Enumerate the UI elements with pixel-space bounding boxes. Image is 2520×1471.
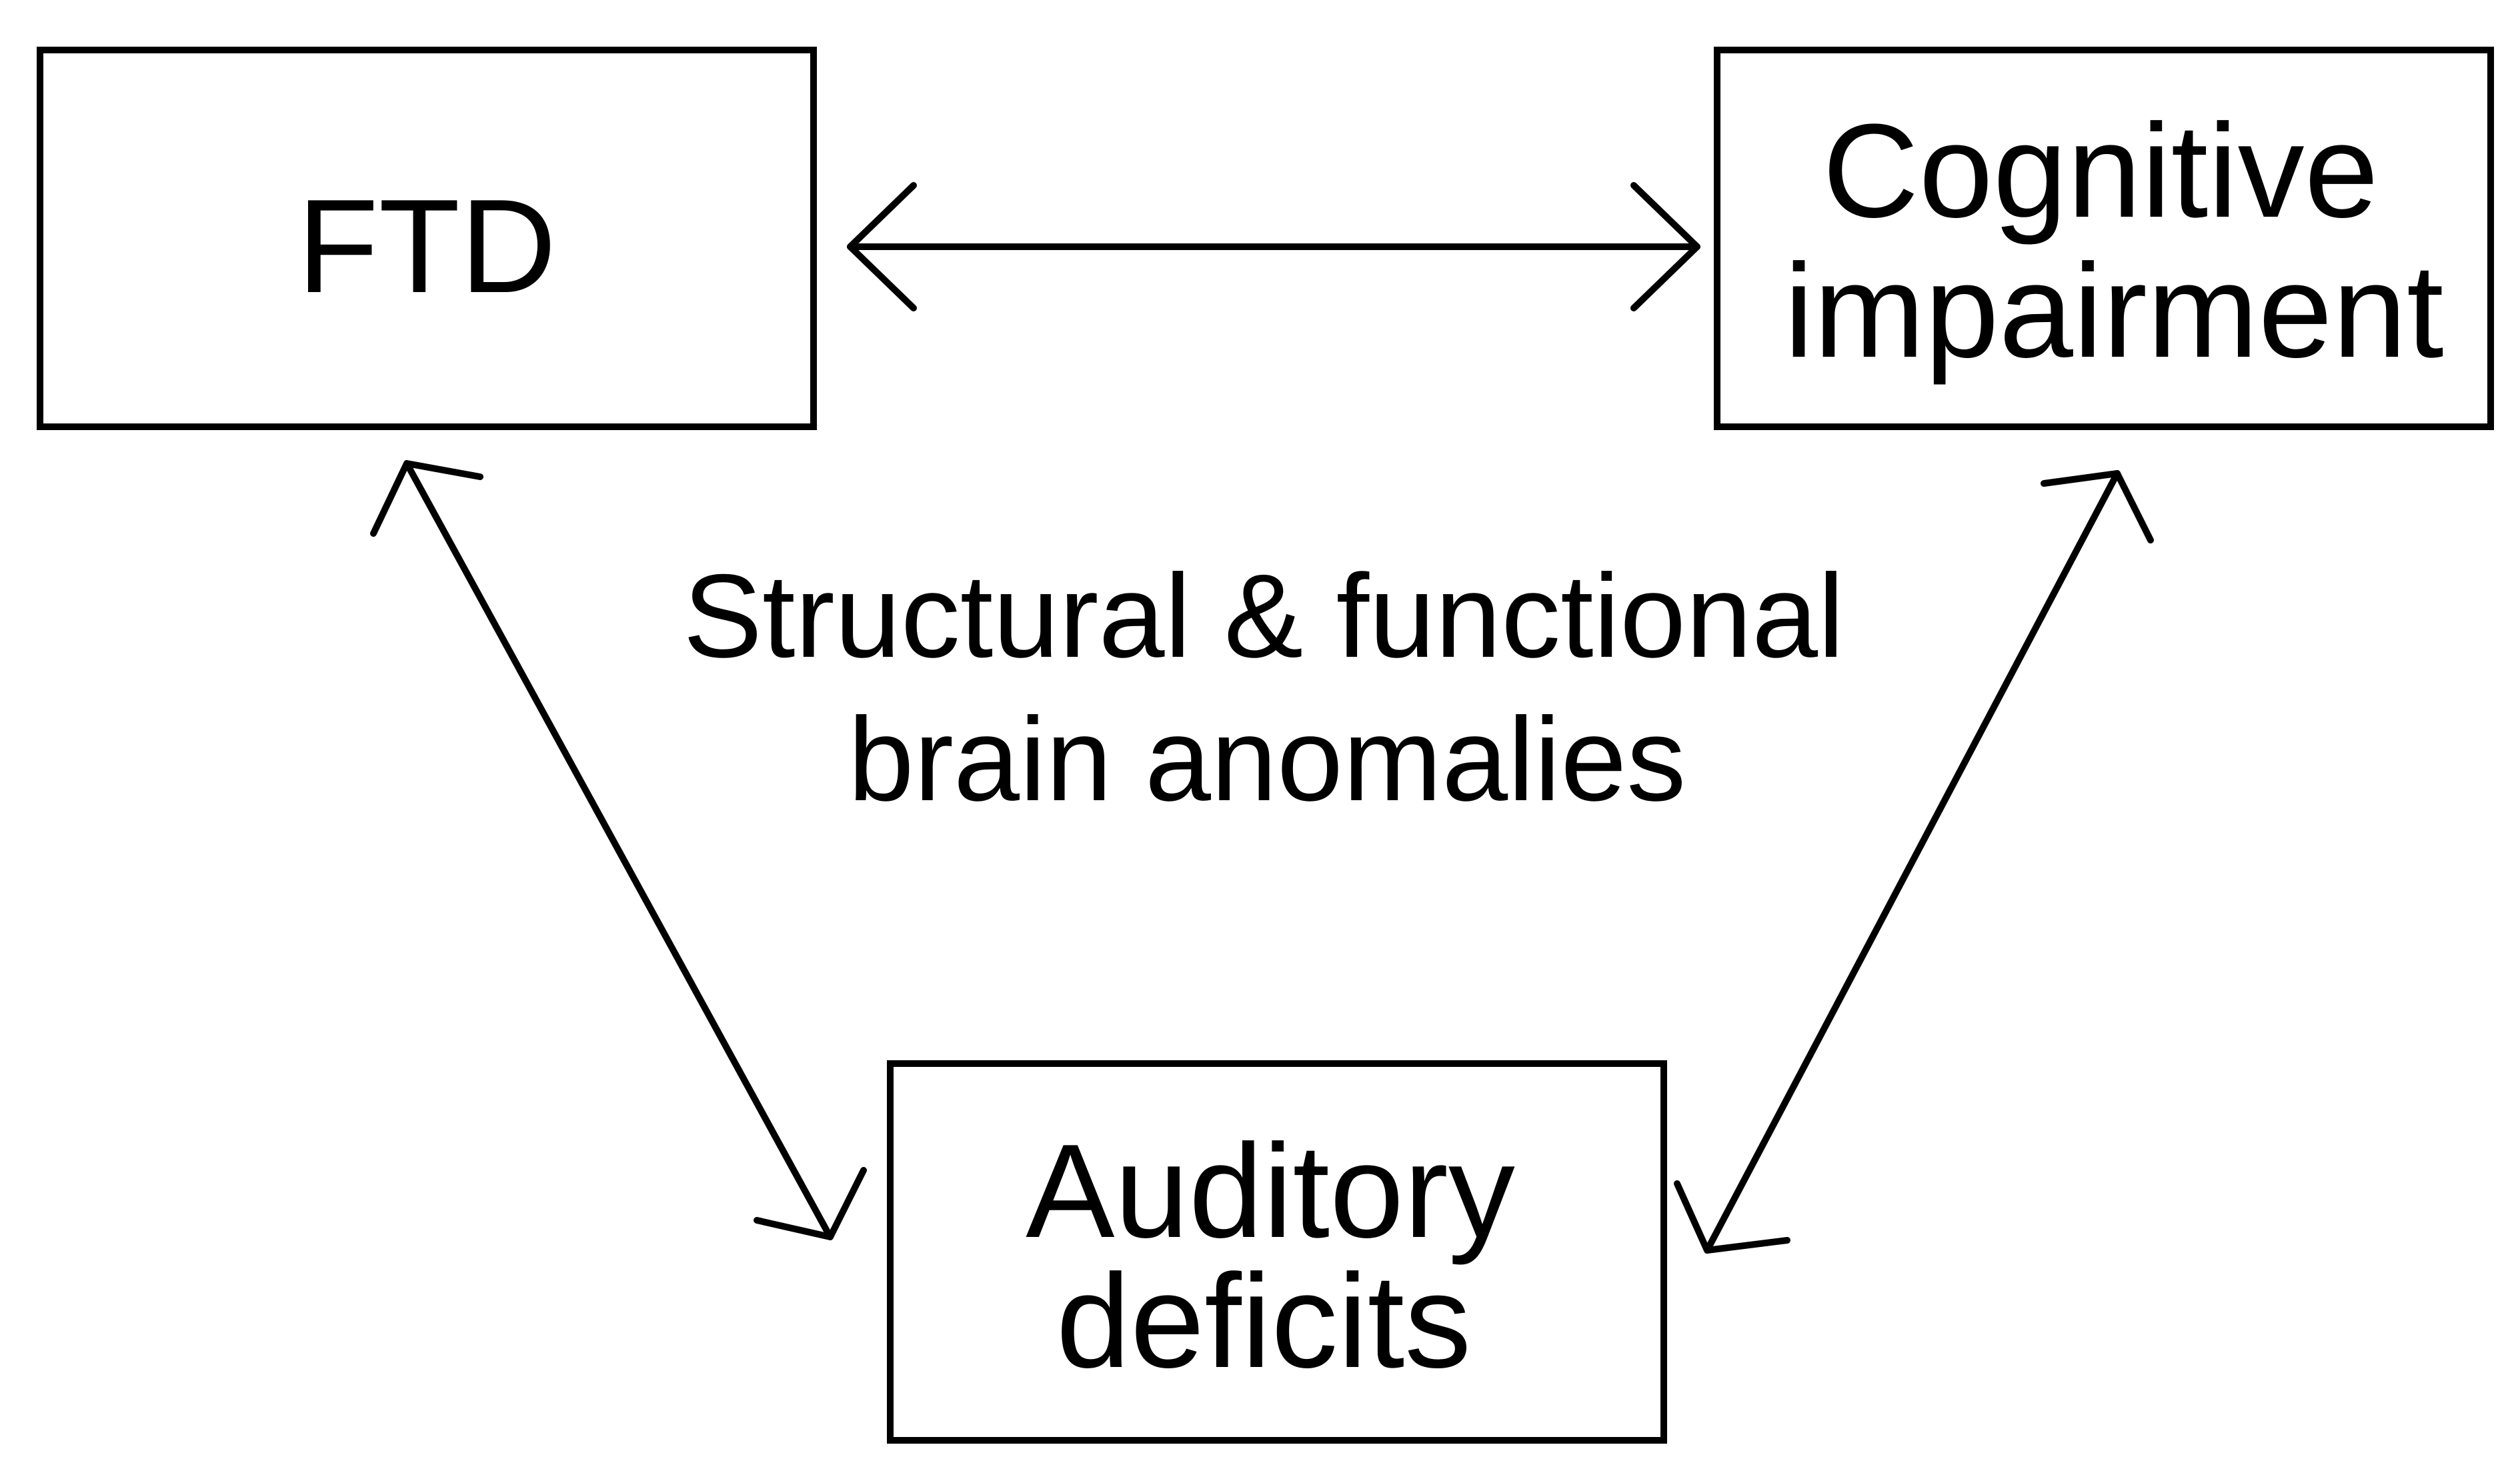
node-ftd-label: FTD <box>297 172 557 321</box>
node-ftd-box <box>37 47 817 430</box>
arrowhead-down-left-icon <box>1674 1180 1790 1254</box>
node-cognitive-box <box>1714 47 2494 430</box>
arrowhead-right-icon <box>1630 182 1700 311</box>
edge-ftd-cognitive <box>847 182 1700 311</box>
edge-ftd-auditory <box>370 460 867 1240</box>
center-label-line-1: Structural & functional <box>683 549 1844 682</box>
node-ftd: FTD <box>37 47 817 430</box>
node-auditory-box <box>887 1060 1667 1444</box>
node-cognitive-label-line-2: impairment <box>1784 237 2443 385</box>
edge-ftd-auditory-line <box>403 460 834 1240</box>
center-label-line-2: brain anomalies <box>848 693 1686 826</box>
arrowhead-left-icon <box>847 182 917 311</box>
arrowhead-down-right-icon <box>754 1167 867 1240</box>
node-auditory-label-line-2: deficits <box>1056 1247 1471 1396</box>
edge-cognitive-auditory <box>1674 470 2154 1254</box>
node-auditory-deficits: Auditory deficits <box>887 1060 1667 1444</box>
center-label: Structural & functional brain anomalies <box>683 549 1844 826</box>
node-cognitive-impairment: Cognitive impairment <box>1714 47 2494 430</box>
edge-cognitive-auditory-line <box>1704 470 2121 1254</box>
node-auditory-label-line-1: Auditory <box>1026 1117 1515 1266</box>
node-cognitive-label-line-1: Cognitive <box>1822 97 2379 245</box>
arrowhead-up-left-icon <box>370 460 483 537</box>
arrowhead-up-right-icon <box>2041 470 2154 543</box>
